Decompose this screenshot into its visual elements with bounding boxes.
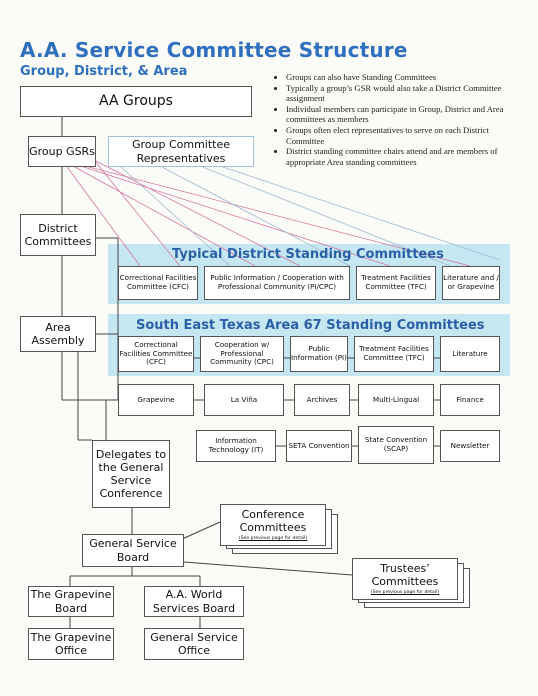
area-committee-la-vina: La Viña: [204, 384, 284, 416]
conference-committees-box: Conference Committees (See previous page…: [220, 504, 326, 546]
district-committee-literature: Literature and / or Grapevine: [442, 266, 500, 300]
area-committee-pi: Public Information (PI): [290, 336, 348, 372]
area-committee-finance: Finance: [440, 384, 500, 416]
group-committee-reps-box: Group Committee Representatives: [108, 136, 254, 167]
page-title: A.A. Service Committee Structure: [20, 38, 408, 62]
trustees-committees-label: Trustees’ Committees: [371, 562, 439, 589]
area-committee-cpc: Cooperation w/ Professional Community (C…: [200, 336, 284, 372]
group-gsrs-box: Group GSRs: [28, 136, 96, 167]
district-committee-tfc: Treatment Facilities Committee (TFC): [356, 266, 436, 300]
grapevine-board-box: The Grapevine Board: [28, 586, 114, 617]
gsb-box: General Service Board: [82, 534, 184, 567]
grapevine-office-box: The Grapevine Office: [28, 628, 114, 660]
area-committee-cfc: Correctional Facilities Committee (CFC): [118, 336, 194, 372]
page-subtitle: Group, District, & Area: [20, 64, 188, 79]
area-committee-state-convention: State Convention (SCAP): [358, 426, 434, 464]
notes-list: Groups can also have Standing Committees…: [274, 72, 526, 167]
area-assembly-box: Area Assembly: [20, 316, 96, 352]
note-item: District standing committee chairs atten…: [286, 146, 526, 167]
area-committee-it: Information Technology (IT): [196, 430, 276, 462]
trustees-committees-box: Trustees’ Committees (See previous page …: [352, 558, 458, 600]
aa-groups-box: AA Groups: [20, 86, 252, 117]
district-band-title: Typical District Standing Committees: [172, 247, 444, 262]
district-committee-cfc: Correctional Facilities Committee (CFC): [118, 266, 198, 300]
delegates-box: Delegates to the General Service Confere…: [92, 440, 170, 508]
conference-committees-label: Conference Committees: [239, 508, 307, 535]
area-committee-multilingual: Multi-Lingual: [358, 384, 434, 416]
area-committee-tfc: Treatment Facilities Committee (TFC): [354, 336, 434, 372]
trustees-detail-note: (See previous page for detail): [370, 590, 440, 596]
area-committee-literature: Literature: [440, 336, 500, 372]
aaws-board-box: A.A. World Services Board: [144, 586, 244, 617]
note-item: Groups often elect representatives to se…: [286, 125, 526, 146]
district-committee-pi-cpc: Public Information / Cooperation with Pr…: [204, 266, 350, 300]
area-committee-archives: Archives: [294, 384, 350, 416]
area-committee-grapevine: Grapevine: [118, 384, 194, 416]
district-committees-box: District Committees: [20, 214, 96, 256]
note-item: Groups can also have Standing Committees: [286, 72, 526, 83]
note-item: Individual members can participate in Gr…: [286, 104, 526, 125]
gso-box: General Service Office: [144, 628, 244, 660]
note-item: Typically a group’s GSR would also take …: [286, 83, 526, 104]
area-committee-seta-convention: SETA Convention: [286, 430, 352, 462]
area-committee-newsletter: Newsletter: [440, 430, 500, 462]
area-band-title: South East Texas Area 67 Standing Commit…: [136, 318, 485, 333]
conference-detail-note: (See previous page for detail): [238, 536, 308, 542]
